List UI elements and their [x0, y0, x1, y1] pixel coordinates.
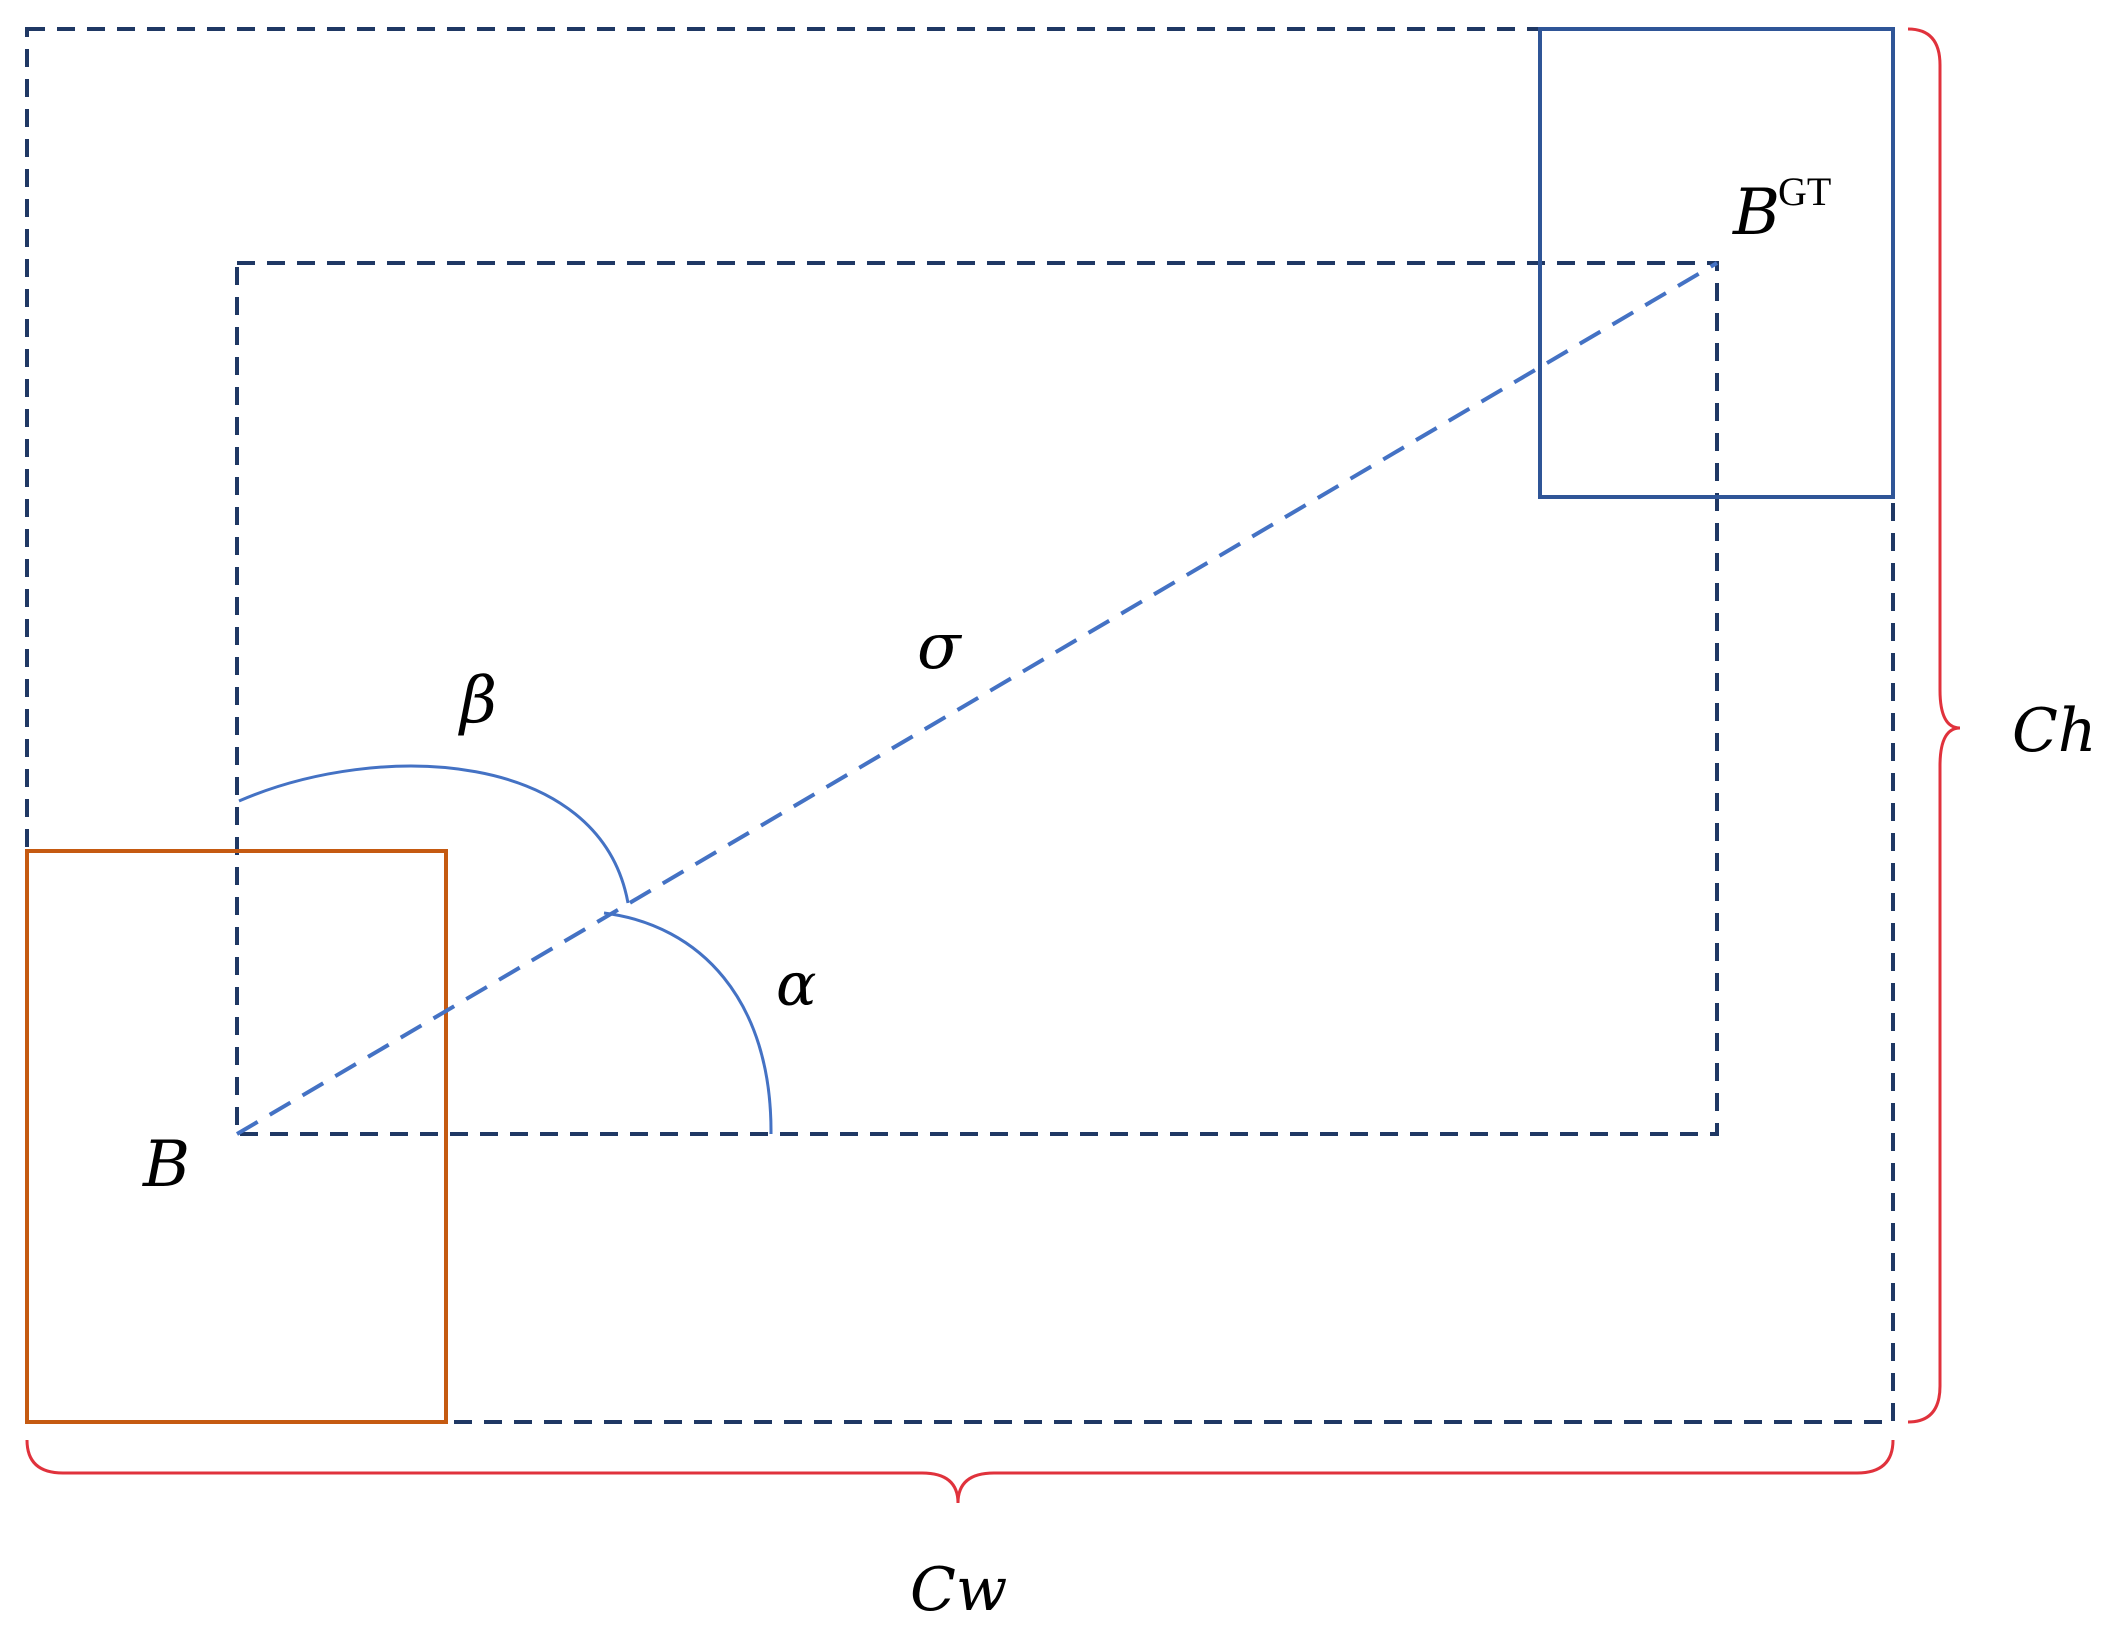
ground-truth-superscript: GT [1778, 169, 1831, 214]
width-brace [25, 1439, 1895, 1504]
alpha-angle-arc [603, 911, 773, 1135]
width-label: Cw [910, 1555, 1007, 1625]
predicted-box-label: B [142, 1128, 190, 1202]
alpha-label: α [776, 950, 817, 1020]
center-connecting-line [235, 261, 1719, 1136]
sigma-label: σ [917, 610, 963, 684]
center-distance-box [235, 261, 1719, 1136]
enclosing-box [25, 27, 1895, 1424]
ground-truth-box [1538, 27, 1895, 499]
height-label: Ch [2012, 696, 2097, 766]
height-brace [1907, 27, 1961, 1424]
beta-label: β [458, 664, 497, 738]
beta-angle-arc [238, 764, 630, 904]
predicted-box [25, 849, 448, 1424]
ground-truth-box-label: B [1732, 176, 1780, 250]
